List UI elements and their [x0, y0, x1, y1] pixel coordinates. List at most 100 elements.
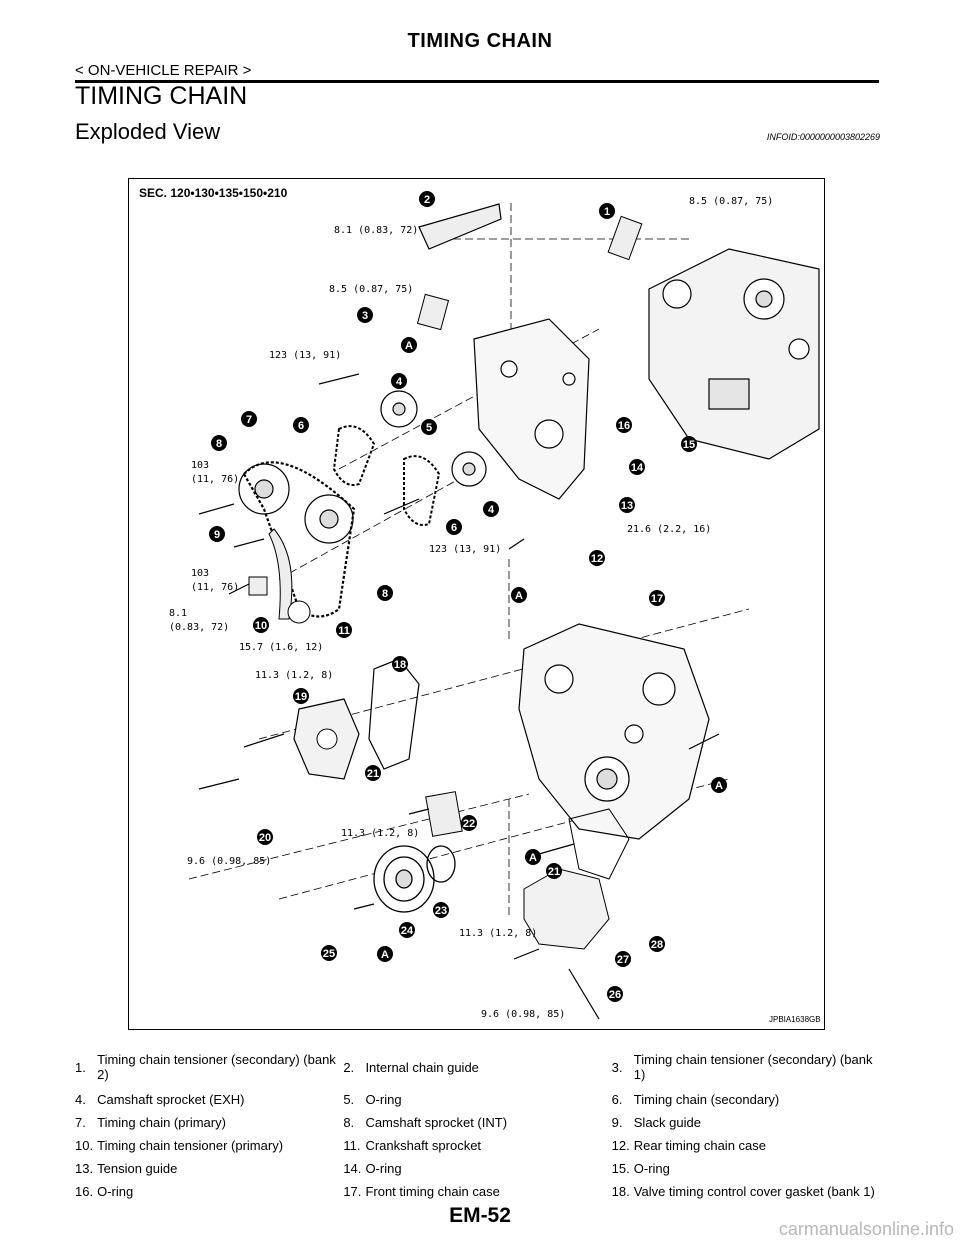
page-number: EM-52 [449, 1204, 511, 1227]
legend-label: Timing chain tensioner (primary) [97, 1138, 284, 1153]
callout-15-number: 15 [683, 439, 695, 451]
callout-8b [377, 585, 393, 601]
callout-23 [433, 902, 449, 918]
callout-28-number: 28 [651, 939, 663, 951]
callout-27 [615, 951, 631, 967]
legend-num: 16. [75, 1184, 94, 1199]
callout-14 [629, 459, 645, 475]
callout-4a-number: 4 [396, 376, 403, 388]
ref-a-2: A [515, 590, 523, 602]
callout-2-number: 2 [424, 194, 430, 206]
callout-21a-number: 21 [367, 768, 379, 780]
callout-6b-number: 6 [451, 522, 457, 534]
callout-2 [419, 191, 435, 207]
callout-25 [321, 945, 337, 961]
subsection-title: Exploded View [75, 119, 221, 144]
legend-label: O-ring [633, 1161, 670, 1176]
legend-label: Camshaft sprocket (INT) [365, 1115, 508, 1130]
legend-row: 7. Timing chain (primary) 8. Camshaft sp… [75, 1111, 880, 1134]
callout-24-number: 24 [401, 925, 414, 937]
breadcrumb: < ON-VEHICLE REPAIR > [75, 62, 252, 79]
callout-28 [649, 936, 665, 952]
legend-row: 10. Timing chain tensioner (primary) 11.… [75, 1134, 880, 1157]
callout-8a-number: 8 [216, 438, 222, 450]
legend-label: Crankshaft sprocket [365, 1138, 482, 1153]
figure-id: JPBIA1638GB [769, 1015, 821, 1024]
torque-label: 123 (13, 91) [429, 544, 501, 555]
legend-num: 6. [611, 1092, 623, 1107]
legend-num: 9. [611, 1115, 623, 1130]
callout-21b-number: 21 [548, 866, 560, 878]
legend-num: 13. [75, 1161, 94, 1176]
callout-4a [391, 373, 407, 389]
callout-12 [589, 550, 605, 566]
torque-label: (11, 76) [191, 474, 239, 485]
callout-18 [392, 656, 408, 672]
callout-18-number: 18 [394, 659, 406, 671]
legend-num: 3. [611, 1059, 623, 1075]
legend-num: 4. [75, 1092, 86, 1107]
callout-26-number: 26 [609, 989, 621, 1001]
legend-label: O-ring [365, 1092, 402, 1107]
callout-21b [546, 863, 562, 879]
legend-num: 18. [611, 1184, 630, 1199]
callout-7 [241, 411, 257, 427]
callout-9 [209, 526, 225, 542]
torque-label: 8.5 (0.87, 75) [689, 196, 773, 207]
torque-labels: 8.5 (0.87, 75) 8.1 (0.83, 72) 8.5 (0.87,… [169, 196, 773, 1020]
torque-label: 9.6 (0.98, 85) [187, 856, 271, 867]
legend-label: Valve timing control cover gasket (bank … [633, 1184, 875, 1199]
legend-label: Slack guide [633, 1115, 701, 1130]
callout-1-number: 1 [604, 206, 610, 218]
callout-6a-number: 6 [298, 420, 304, 432]
watermark: carmanualsonline.info [778, 1219, 954, 1239]
callout-14-number: 14 [631, 462, 644, 474]
legend-num: 10. [75, 1138, 94, 1153]
torque-label: 8.5 (0.87, 75) [329, 284, 413, 295]
callout-11 [336, 622, 352, 638]
info-id: INFOID:0000000003802269 [766, 132, 880, 142]
legend-label: Rear timing chain case [633, 1138, 766, 1153]
callout-23-number: 23 [435, 905, 447, 917]
callout-3-number: 3 [362, 310, 368, 322]
callout-19-number: 19 [295, 691, 307, 703]
torque-label: 15.7 (1.6, 12) [239, 642, 323, 653]
section-title: TIMING CHAIN [75, 82, 248, 110]
legend-row: 16. O-ring 17. Front timing chain case 1… [75, 1180, 880, 1203]
callout-19 [293, 688, 309, 704]
header-divider [75, 80, 879, 83]
torque-label: (0.83, 72) [169, 622, 229, 633]
callout-1 [599, 203, 615, 219]
torque-label: 11.3 (1.2, 8) [341, 828, 419, 839]
callout-10 [253, 617, 269, 633]
callout-badges: 1 2 3 4 4 5 6 6 7 8 8 9 10 11 12 13 14 1… [209, 191, 697, 1002]
legend-num: 2. [343, 1059, 355, 1075]
torque-label: 103 [191, 568, 209, 579]
callout-4b [483, 501, 499, 517]
callout-10-number: 10 [255, 620, 267, 632]
callout-7-number: 7 [246, 414, 252, 426]
callout-25-number: 25 [323, 948, 335, 960]
torque-label: 103 [191, 460, 209, 471]
callout-13-number: 13 [621, 500, 633, 512]
callout-24 [399, 922, 415, 938]
legend-num: 17. [343, 1184, 362, 1199]
legend-label: O-ring [365, 1161, 402, 1176]
callout-5 [421, 419, 437, 435]
callout-15 [681, 436, 697, 452]
callout-9-number: 9 [214, 529, 220, 541]
callout-8b-number: 8 [382, 588, 388, 600]
callout-8a [211, 435, 227, 451]
callout-6a [293, 417, 309, 433]
torque-label: 11.3 (1.2, 8) [255, 670, 333, 681]
exploded-view-drawing: 1 2 3 4 4 5 6 6 7 8 8 9 10 11 12 13 14 1… [139, 186, 821, 1024]
callout-3 [357, 307, 373, 323]
callout-12-number: 12 [591, 553, 603, 565]
callout-26 [607, 986, 623, 1002]
callout-16-number: 16 [618, 420, 630, 432]
legend-num: 7. [75, 1115, 86, 1130]
callout-27-number: 27 [617, 954, 629, 966]
legend-label: Timing chain tensioner (secondary) (bank… [97, 1052, 336, 1082]
ref-a-5: A [381, 949, 389, 961]
legend-num: 5. [343, 1092, 355, 1107]
